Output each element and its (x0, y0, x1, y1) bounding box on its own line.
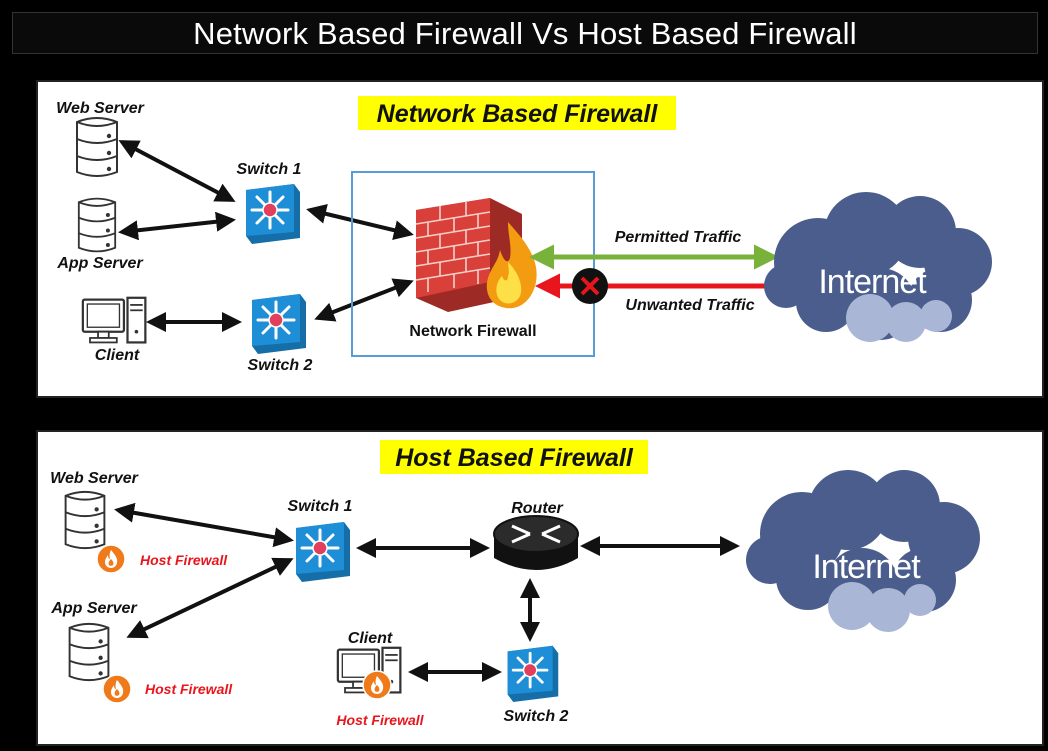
host-firewall-label: Host Firewall (336, 712, 424, 728)
heading-highlight (380, 440, 648, 474)
firewall-badge-icon (362, 670, 392, 700)
blocked-icon (572, 268, 608, 304)
web-server-label: Web Server (56, 100, 145, 117)
web-server-label: Web Server (50, 470, 139, 487)
host-firewall-label: Host Firewall (140, 552, 228, 568)
database-server-icon (64, 490, 106, 550)
connection-line (118, 211, 236, 241)
switch2-label: Switch 2 (504, 708, 569, 725)
connection-line (118, 140, 236, 202)
firewall-badge-icon (96, 544, 126, 574)
switch-icon (506, 644, 560, 702)
switch-icon (294, 520, 352, 582)
switch-icon (250, 292, 308, 354)
internet-label: Internet (818, 263, 927, 301)
client-label: Client (348, 630, 393, 647)
unwanted-traffic-label: Unwanted Traffic (625, 297, 754, 314)
host-firewall-label: Host Firewall (145, 681, 233, 697)
cloud-icon (764, 192, 992, 342)
fire-icon (486, 222, 537, 309)
network-firewall-label: Network Firewall (409, 323, 536, 340)
app-server-label: App Server (50, 600, 137, 617)
database-server-icon (77, 197, 117, 253)
switch1-label: Switch 1 (237, 161, 302, 178)
app-server-label: App Server (56, 255, 143, 272)
database-server-icon (76, 117, 118, 177)
router-label: Router (511, 500, 563, 517)
computer-icon (81, 296, 147, 344)
connection-line (314, 278, 414, 322)
page-title: Network Based Firewall Vs Host Based Fir… (193, 16, 857, 51)
switch2-label: Switch 2 (248, 357, 313, 374)
connection-line (306, 204, 414, 240)
title-bar: Network Based Firewall Vs Host Based Fir… (12, 12, 1038, 54)
connection-line (114, 502, 294, 548)
cloud-icon (746, 470, 980, 632)
heading-highlight (358, 96, 676, 130)
permitted-traffic-label: Permitted Traffic (615, 229, 742, 246)
network-firewall-heading: Network Based Firewall (377, 100, 659, 128)
host-firewall-heading: Host Based Firewall (395, 444, 634, 472)
router-icon (493, 515, 579, 570)
switch1-label: Switch 1 (288, 498, 353, 515)
database-server-icon (68, 622, 110, 682)
client-label: Client (95, 347, 140, 364)
firewall-badge-icon (102, 674, 132, 704)
switch-icon (244, 182, 302, 244)
internet-label: Internet (812, 548, 921, 586)
connection-line (126, 557, 294, 639)
